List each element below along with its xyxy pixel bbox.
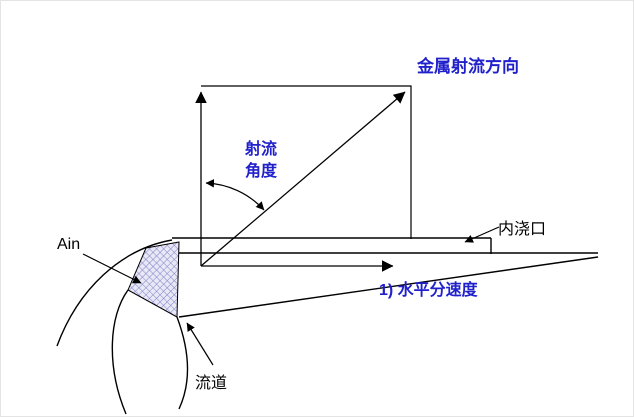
runner-label: 流道 <box>195 374 227 392</box>
ingate-pointer-arrow <box>464 226 500 243</box>
jet-angle-arc <box>205 179 265 211</box>
cavity-taper-line <box>178 256 599 318</box>
velocity-box-outline <box>201 85 412 239</box>
runner-wall-left-curve <box>111 289 129 415</box>
ain-label: Ain <box>57 236 80 253</box>
ingate-label: 内浇口 <box>498 220 546 238</box>
runner-pointer-arrow <box>186 322 214 366</box>
ingate-cross-section-hatch <box>127 241 180 318</box>
jet-velocity-arrow <box>200 91 406 267</box>
ain-pointer-arrow <box>82 253 142 284</box>
runner-outer-curve <box>56 239 173 347</box>
jet-angle-label-line2: 角度 <box>245 161 278 180</box>
runner-wall-right-curve <box>176 316 189 410</box>
jet-angle-label-line1: 射流 <box>244 139 277 158</box>
jet-direction-label: 金属射流方向 <box>416 56 519 76</box>
horizontal-velocity-label: 1) 水平分速度 <box>379 280 479 299</box>
